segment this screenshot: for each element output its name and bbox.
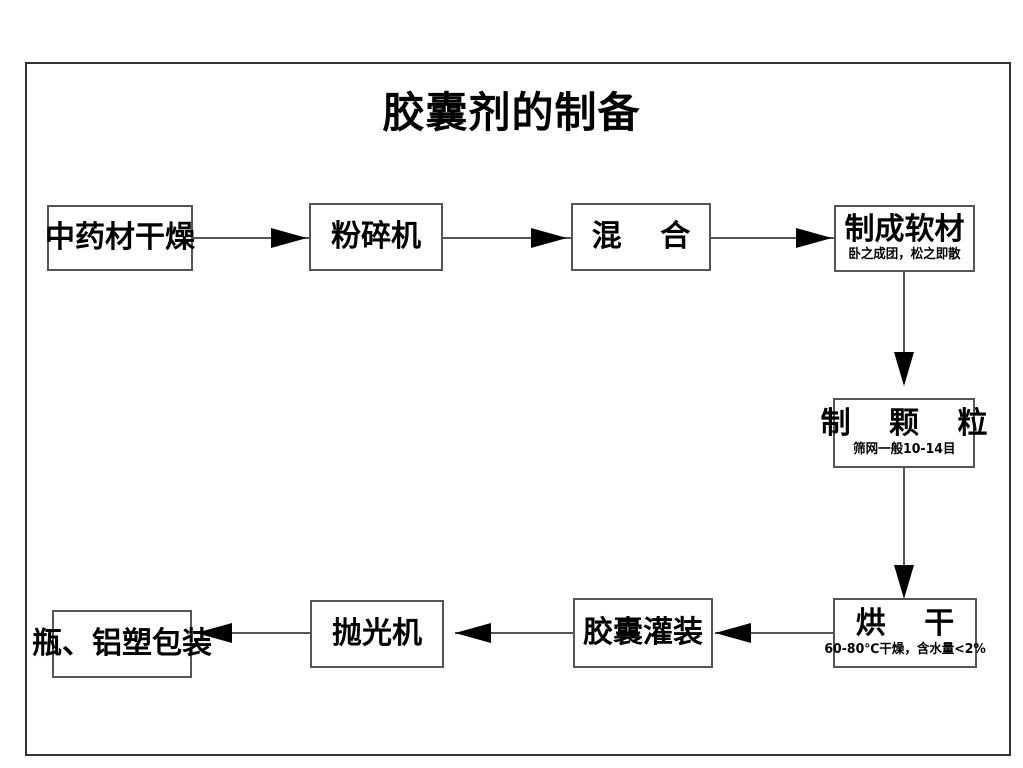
node-label: 胶囊灌装 [583, 615, 703, 651]
page-title: 胶囊剂的制备 [382, 88, 641, 137]
connector-softmass-granulation [903, 272, 905, 364]
node-label: 混 合 [591, 219, 705, 255]
node-granulation[interactable]: 制 颗 粒 筛网一般10-14目 [821, 398, 987, 468]
connector-drying-pulverizer [193, 237, 309, 239]
node-label: 烘 干 [855, 606, 969, 642]
arrowhead-down-1 [894, 352, 914, 386]
arrowhead-right-2 [531, 228, 567, 248]
arrowhead-down-2 [894, 565, 914, 599]
node-oven-dry[interactable]: 烘 干 60-80℃干燥，含水量<2% [824, 598, 986, 668]
node-label: 瓶、铝塑包装 [32, 626, 212, 662]
node-label: 制 颗 粒 [820, 406, 1002, 442]
connector-polishing-packaging [196, 632, 310, 634]
connector-granulation-ovendry [903, 468, 905, 594]
node-label: 抛光机 [332, 616, 422, 652]
connector-pulverizer-mixing [443, 237, 571, 239]
node-pulverizer[interactable]: 粉碎机 [309, 203, 443, 271]
node-sublabel: 筛网一般10-14目 [852, 441, 956, 457]
arrowhead-left-1 [715, 623, 751, 643]
node-label: 粉碎机 [331, 219, 421, 255]
arrowhead-left-3 [196, 623, 232, 643]
node-filling[interactable]: 胶囊灌装 [573, 598, 713, 668]
node-label: 制成软材 [844, 211, 965, 247]
node-polishing[interactable]: 抛光机 [310, 600, 444, 668]
node-label: 中药材干燥 [45, 220, 195, 256]
connector-ovendry-filling [715, 632, 833, 634]
arrowhead-right-1 [271, 228, 307, 248]
node-sublabel: 60-80℃干燥，含水量<2% [824, 641, 986, 657]
node-mixing[interactable]: 混 合 [571, 203, 711, 271]
arrowhead-right-3 [796, 228, 832, 248]
node-soft-mass[interactable]: 制成软材 卧之成团，松之即散 [834, 205, 975, 272]
node-sublabel: 卧之成团，松之即散 [848, 247, 961, 263]
node-packaging[interactable]: 瓶、铝塑包装 [32, 610, 212, 678]
arrowhead-left-2 [455, 623, 491, 643]
connector-filling-polishing [455, 632, 573, 634]
connector-mixing-softmass [711, 237, 834, 239]
node-drying[interactable]: 中药材干燥 [45, 205, 195, 271]
